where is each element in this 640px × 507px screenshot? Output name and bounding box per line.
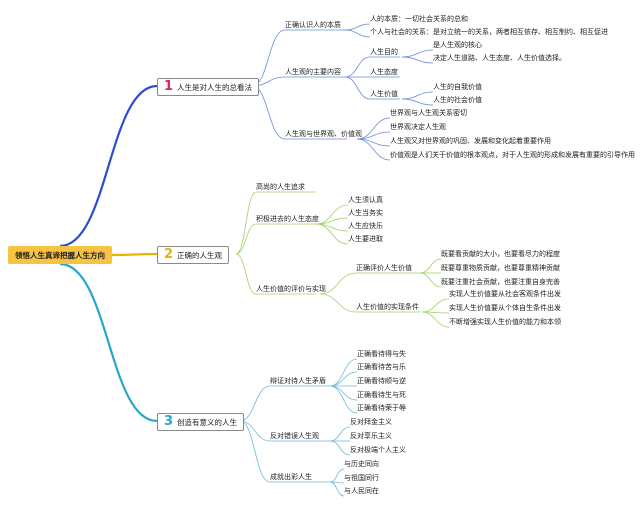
topic-node[interactable]: 正确评价人生价值	[356, 264, 412, 272]
branch-label-1: 人生是对人生的总看法	[177, 82, 253, 92]
topic-node[interactable]: 正确看待荣于辱	[357, 404, 406, 412]
topic-node[interactable]: 人生的自我价值	[433, 83, 482, 91]
connector-line	[239, 420, 271, 442]
topic-node[interactable]: 既要看贡献的大小，也要看尽力的程度	[441, 250, 560, 258]
connector-line	[356, 117, 391, 140]
root-node[interactable]: 领悟人生真谛把握人生方向	[8, 246, 112, 264]
topic-node[interactable]: 世界观与人生观关系密切	[390, 109, 467, 117]
topic-node[interactable]: 反对享乐主义	[350, 432, 392, 440]
topic-node[interactable]: 实现人生价值要从社会客观条件出发	[449, 290, 561, 298]
topic-node[interactable]: 正确认识人的本质	[285, 21, 341, 29]
topic-node[interactable]: 人生观又对世界观的巩固、发展和变化起着重要作用	[390, 137, 551, 145]
connector-line	[344, 29, 371, 38]
connector-line	[421, 298, 450, 313]
topic-node[interactable]: 人生态度	[370, 68, 398, 76]
topic-node[interactable]: 人生价值的实现条件	[356, 303, 419, 311]
connector-line	[235, 223, 257, 255]
topic-node[interactable]: 人生观的主要内容	[285, 68, 341, 76]
topic-node[interactable]: 既要注重社会贡献，也要注重自身完善	[441, 278, 560, 286]
topic-node[interactable]: 辩证对待人生矛盾	[270, 377, 326, 385]
connector-line	[239, 385, 271, 422]
topic-node[interactable]: 反对拜金主义	[350, 418, 392, 426]
connector-line	[329, 440, 351, 456]
topic-node[interactable]: 与历史同向	[344, 460, 379, 468]
branch-line-2	[111, 252, 158, 257]
connector-line	[319, 272, 357, 295]
root-label: 领悟人生真谛把握人生方向	[15, 250, 105, 260]
topic-node[interactable]: 人生须认真	[348, 196, 383, 204]
connector-line	[419, 258, 442, 274]
topic-node[interactable]: 人的本质：一切社会关系的总和	[370, 15, 468, 23]
connector-line	[344, 23, 371, 31]
branch-number-2: 2	[164, 247, 174, 262]
topic-node[interactable]: 不断增强实现人生价值的能力和本领	[449, 318, 561, 326]
topic-node[interactable]: 与人民同在	[344, 487, 379, 495]
branch-label-2: 正确的人生观	[177, 250, 223, 260]
connector-line	[239, 420, 271, 483]
topic-node[interactable]: 人生价值的评价与实现	[256, 285, 326, 293]
topic-node[interactable]: 人生的社会价值	[433, 96, 482, 104]
topic-node[interactable]: 正确看待生与死	[357, 391, 406, 399]
topic-node[interactable]: 世界观决定人生观	[390, 123, 446, 131]
topic-node[interactable]: 人生目的	[370, 48, 398, 56]
topic-node[interactable]: 正确看待苦与乐	[357, 363, 406, 371]
topic-node[interactable]: 正确看待顺与逆	[357, 377, 406, 385]
connector-line	[329, 385, 358, 414]
connector-line	[401, 49, 434, 58]
topic-node[interactable]: 人生应快乐	[348, 222, 383, 230]
connector-line	[356, 138, 391, 161]
topic-node[interactable]: 是人生观的核心	[433, 41, 482, 49]
topic-node[interactable]: 人生价值	[370, 90, 398, 98]
connector-line	[401, 91, 434, 100]
branch-number-3: 3	[164, 414, 174, 429]
topic-node[interactable]: 高尚的人生追求	[256, 183, 305, 191]
topic-node[interactable]: 反对错误人生观	[270, 432, 319, 440]
connector-line	[329, 371, 358, 387]
connector-line	[344, 56, 371, 78]
branch-node-2[interactable]: 2 正确的人生观	[157, 246, 230, 264]
connector-line	[401, 98, 434, 106]
topic-node[interactable]: 反对极端个人主义	[350, 446, 406, 454]
topic-node[interactable]: 价值观是人们关于价值的根本观点，对于人生观的形成和发展有重要的引导作用	[390, 151, 635, 159]
branch-node-3[interactable]: 3 创造有意义的人生	[157, 413, 245, 431]
branch-node-1[interactable]: 1 人生是对人生的总看法	[157, 78, 260, 96]
topic-node[interactable]: 个人与社会的关系：是对立统一的关系，两者相互依存、相互制约、相互促进	[370, 28, 608, 36]
connector-line	[235, 191, 257, 255]
branch-line-1	[59, 84, 158, 248]
connector-line	[329, 358, 358, 387]
topic-node[interactable]: 人生观与世界观、价值观	[285, 130, 362, 138]
topic-node[interactable]: 决定人生道路、人生态度、人生价值选择。	[433, 54, 566, 62]
connector-line	[421, 311, 450, 328]
topic-node[interactable]: 人生当务实	[348, 209, 383, 217]
branch-line-3	[59, 262, 158, 423]
topic-node[interactable]: 与祖国同行	[344, 474, 379, 482]
topic-node[interactable]: 人生要进取	[348, 235, 383, 243]
topic-node[interactable]: 正确看待得与失	[357, 350, 406, 358]
topic-node[interactable]: 成就出彩人生	[270, 473, 312, 481]
connector-line	[329, 426, 351, 442]
topic-node[interactable]: 实现人生价值要从个体自生条件出发	[449, 304, 561, 312]
connector-line	[344, 76, 371, 100]
connector-line	[235, 253, 257, 295]
connector-line	[329, 481, 345, 497]
connector-line	[401, 56, 434, 64]
connector-line	[319, 293, 357, 313]
connector-line	[419, 272, 442, 288]
connector-line	[329, 468, 345, 483]
topic-node[interactable]: 既要尊重物质贡献，也要尊重精神贡献	[441, 264, 560, 272]
connector-line	[329, 385, 358, 401]
branch-number-1: 1	[164, 79, 174, 94]
topic-node[interactable]: 积极进去的人生态度	[256, 215, 319, 223]
connector-line	[315, 223, 349, 245]
branch-label-3: 创造有意义的人生	[177, 417, 238, 427]
